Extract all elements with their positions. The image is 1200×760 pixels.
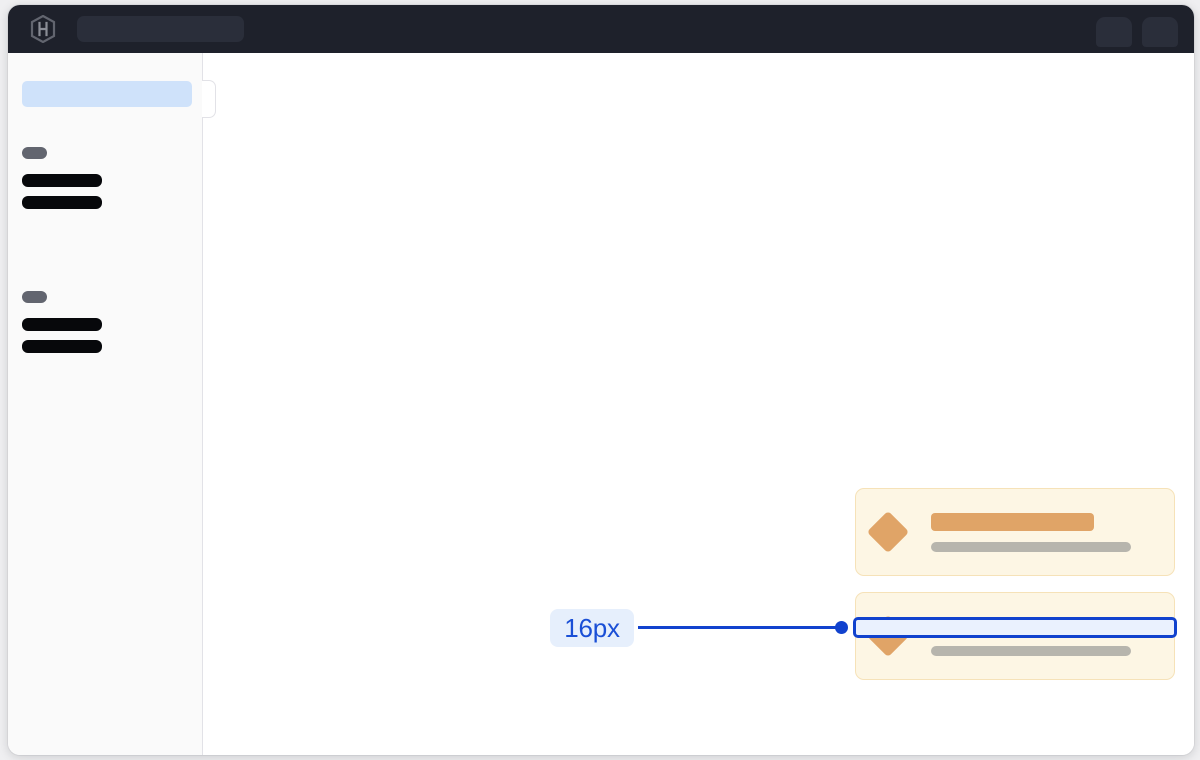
sidebar-group-label [22, 147, 47, 159]
measurement-value-badge: 16px [550, 609, 634, 647]
sidebar-item-2-1[interactable] [22, 318, 102, 331]
sidebar-item-active[interactable] [22, 81, 192, 107]
content-card[interactable] [855, 488, 1175, 576]
nav-chip-2[interactable] [1142, 17, 1178, 47]
sidebar-item-2-2[interactable] [22, 340, 102, 353]
search-input[interactable] [77, 16, 244, 42]
card-text-block [931, 512, 1157, 552]
sidebar-item-1-2[interactable] [22, 196, 102, 209]
sidebar-group-1 [22, 147, 102, 218]
sidebar-group-2 [22, 291, 102, 362]
top-navigation-bar [8, 5, 1194, 53]
card-stack [855, 488, 1175, 680]
measurement-anchor-dot-icon [835, 621, 848, 634]
measurement-leader-line [638, 626, 844, 629]
card-subtitle-placeholder [931, 541, 1131, 552]
hexagon-h-logo-icon[interactable] [30, 15, 56, 43]
topbar-right-actions [1096, 17, 1178, 47]
sidebar [8, 53, 216, 755]
measurement-value-label: 16px [564, 613, 620, 643]
sidebar-collapse-handle-icon[interactable] [202, 80, 216, 118]
app-window: 16px [8, 5, 1194, 755]
card-gap-spacer [855, 576, 1175, 592]
card-subtitle-placeholder [931, 645, 1131, 656]
card-title-placeholder [931, 512, 1094, 531]
spacing-measurement-highlight [853, 617, 1177, 638]
sidebar-group-label [22, 291, 47, 303]
sidebar-item-1-1[interactable] [22, 174, 102, 187]
nav-chip-1[interactable] [1096, 17, 1132, 47]
diamond-icon [866, 510, 910, 554]
